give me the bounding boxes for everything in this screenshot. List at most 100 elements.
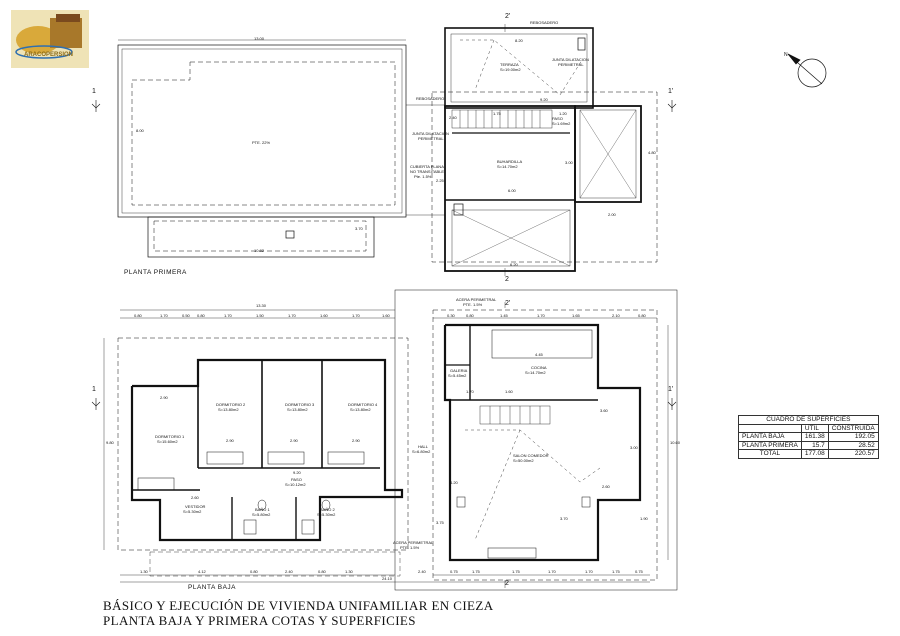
dim-gt-0: 0.80: [134, 313, 142, 318]
sidewalk-label-top: ACERA PERIMETRAL: [456, 297, 497, 302]
hall-area: S=6.80m2: [412, 449, 431, 454]
dim-gb-0: 1.30: [140, 569, 148, 574]
dim-u14: 2.25: [436, 178, 444, 183]
dim-gb-5: 1.30: [345, 569, 353, 574]
north-label: N: [784, 52, 788, 58]
dim-u1: 13.00: [254, 36, 265, 41]
attic-label: BUHARDILLA: [497, 159, 523, 164]
expansion-joint-label-1: JUNTA DILATACION: [412, 131, 449, 136]
bedroom-4-area: S=13.80m2: [350, 407, 371, 412]
bathroom-2-label: BAÑO 2: [320, 507, 335, 512]
dim-grt-0: 0.30: [447, 313, 455, 318]
dim-u5: 8.20: [515, 38, 523, 43]
dim-gt-9: 1.60: [382, 313, 390, 318]
drawing-title-line-2: PLANTA BAJA Y PRIMERA COTAS Y SUPERFICIE…: [103, 613, 416, 628]
roof-lower-outline: [147, 216, 375, 258]
expansion-joint-label-2: JUNTA DILATACION: [552, 57, 589, 62]
section-mark-1-ground: 1: [92, 386, 96, 393]
surfaces-header-const: CONSTRUIDA: [827, 423, 879, 433]
row-name: PLANTA PRIMERA: [738, 440, 802, 450]
ground-plan-title: PLANTA BAJA: [188, 584, 237, 591]
flat-roof-label: CUBIERTA PLANA: [410, 164, 444, 169]
dim-g14: 3.75: [436, 520, 444, 525]
dim-g17: 3.70: [560, 516, 568, 521]
gallery-label: GALERIA: [450, 368, 468, 373]
dim-g11: 2.60: [602, 484, 610, 489]
dim-u7: 2.40: [449, 115, 457, 120]
section-mark-2p-upper: 2': [505, 13, 511, 20]
overflow-label-left: REBOSADERO: [416, 96, 445, 101]
kitchen-area: S=14.70m2: [525, 370, 546, 375]
dim-g15: 3.00: [630, 445, 638, 450]
roof-outline: [117, 44, 407, 218]
bathroom-2-area: S=5.30m2: [317, 512, 336, 517]
dim-gbr-6: 1.75: [612, 569, 620, 574]
hall-label: HALL: [418, 444, 429, 449]
section-mark-1p-upper: 1': [668, 88, 674, 95]
row-name: TOTAL: [738, 449, 802, 459]
dim-grt-1: 0.80: [466, 313, 474, 318]
table-row: TOTAL 177.08 220.57: [738, 449, 879, 459]
bathroom-1-area: S=5.80m2: [252, 512, 271, 517]
dim-gtop: 13.30: [256, 303, 267, 308]
surfaces-header-util: UTIL: [800, 423, 829, 433]
dim-g4: 2.90: [352, 438, 360, 443]
dim-u12: 6.20: [510, 262, 518, 267]
dim-gbr-1: 0.75: [450, 569, 458, 574]
dim-gt-8: 1.70: [352, 313, 360, 318]
dim-u4: 3.70: [355, 226, 363, 231]
dim-u2: 8.00: [136, 128, 144, 133]
sidewalk-slope-bottom: PTE. 1.5%: [400, 545, 420, 550]
bedroom-4-label: DORMITORIO 4: [348, 402, 378, 407]
bedrooms-walls: [130, 358, 404, 542]
dim-gt-1: 1.70: [160, 313, 168, 318]
dim-u13: 1.75: [493, 111, 501, 116]
logo-graphic: [11, 10, 89, 68]
logo-text: ARACOPERSION: [24, 52, 74, 58]
bedroom-1-area: S=15.60m2: [157, 439, 178, 444]
dim-gbr-4: 1.70: [548, 569, 556, 574]
dim-grt-6: 0.80: [638, 313, 646, 318]
dim-g3: 2.90: [290, 438, 298, 443]
section-mark-2-upper: 2: [505, 276, 509, 283]
living-dining-area: S=50.00m2: [513, 458, 534, 463]
upper-hall-label: PASO: [552, 116, 563, 121]
north-circle: [797, 58, 827, 88]
bathroom-1-label: BAÑO 1: [255, 507, 270, 512]
dim-u11: 3.00: [565, 160, 573, 165]
dim-gbr-2: 1.75: [472, 569, 480, 574]
bedroom-1-label: DORMITORIO 1: [155, 434, 185, 439]
upper-plan-title: PLANTA PRIMERA: [124, 269, 187, 276]
expansion-joint-label-1b: PERIMETRAL: [418, 136, 444, 141]
row-const: 192.05: [827, 432, 879, 442]
dim-g10: 1.60: [505, 389, 513, 394]
terrace-label: TERRAZA: [500, 62, 519, 67]
dim-u10: 4.80: [648, 150, 656, 155]
dim-g7: 4.45: [535, 352, 543, 357]
table-row: PLANTA PRIMERA 15.7 28.52: [738, 440, 879, 450]
dim-gb-4: 0.80: [318, 569, 326, 574]
dim-g13: 4.20: [450, 480, 458, 485]
corridor-area: S=10.12m2: [285, 482, 306, 487]
dim-g5: 9.20: [293, 470, 301, 475]
sidewalk-slope-top: PTE. 1.5%: [463, 302, 483, 307]
dim-gb-2: 0.80: [250, 569, 258, 574]
dim-gbt: 24.10: [382, 576, 393, 581]
flat-roof-slope: Pte. 1.5%: [414, 174, 432, 179]
dim-g9: 1.70: [466, 389, 474, 394]
dim-gt-7: 1.60: [320, 313, 328, 318]
dim-grt-3: 1.70: [537, 313, 545, 318]
dim-gbr-5: 1.70: [585, 569, 593, 574]
upper-hall-area: S=1.69m2: [552, 121, 571, 126]
expansion-joint-label-2b: PERIMETRAL: [558, 62, 584, 67]
dim-gt-6: 1.70: [288, 313, 296, 318]
dim-u3: 10.82: [254, 248, 265, 253]
table-row: PLANTA BAJA 161.38 192.05: [738, 432, 879, 442]
dim-g12: 9.80: [106, 440, 114, 445]
corridor-label: PASO: [291, 477, 302, 482]
drawing-title-line-1: BÁSICO Y EJECUCIÓN DE VIVIENDA UNIFAMILI…: [103, 598, 494, 613]
dim-grt-5: 2.10: [612, 313, 620, 318]
dim-gt-4: 1.70: [224, 313, 232, 318]
dim-gbr-7: 0.75: [635, 569, 643, 574]
terrace-walls: [444, 27, 594, 109]
